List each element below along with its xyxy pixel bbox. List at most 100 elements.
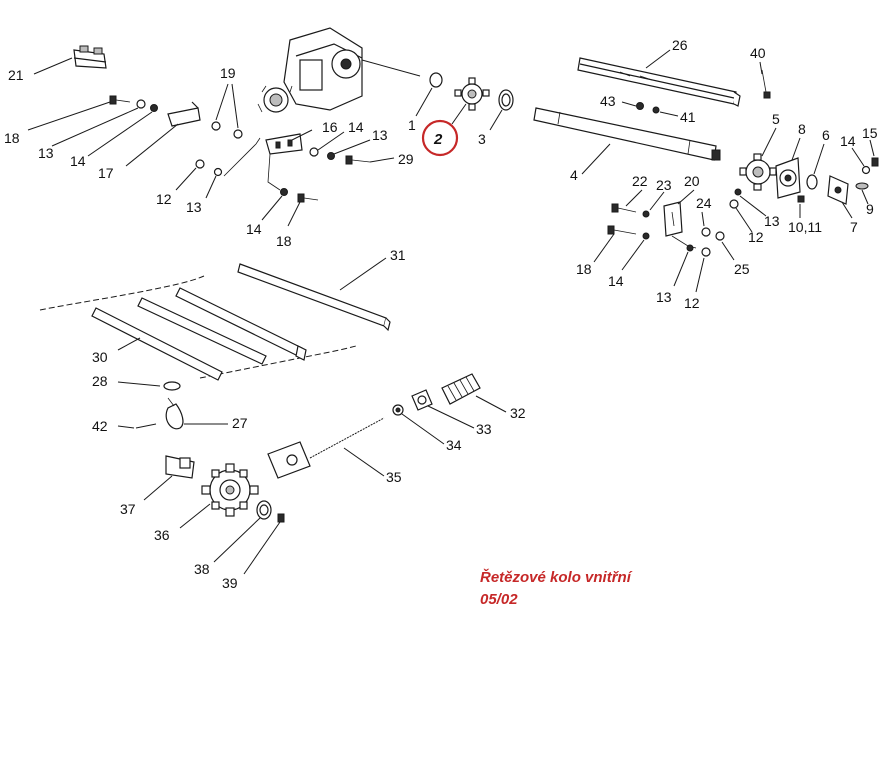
caption-date-code: 05/02 — [480, 591, 518, 608]
part-13-washer — [686, 244, 694, 252]
part-13-washer — [327, 152, 335, 160]
label-35: 35 — [386, 469, 402, 485]
part-10-bolt — [797, 195, 805, 203]
caption-part-name: Řetězové kolo vnitřní — [480, 569, 631, 586]
label-38: 38 — [194, 561, 210, 577]
part-34-washer-hole — [395, 407, 401, 413]
label-18: 18 — [576, 261, 592, 277]
part-38-ring — [256, 500, 272, 520]
part-14-washer — [280, 188, 288, 196]
label-28: 28 — [92, 373, 108, 389]
part-15-bolt — [871, 157, 879, 167]
label-1: 1 — [408, 117, 416, 133]
part-16-bracket — [265, 133, 303, 155]
label-13: 13 — [372, 127, 388, 143]
label-40: 40 — [750, 45, 766, 61]
part-13-washer — [136, 99, 146, 109]
label-7: 7 — [850, 219, 858, 235]
label-18: 18 — [276, 233, 292, 249]
part-27-shackle — [165, 397, 184, 430]
label-14: 14 — [840, 133, 856, 149]
part-39-screw — [277, 513, 285, 523]
label-39: 39 — [222, 575, 238, 591]
label-20: 20 — [684, 173, 700, 189]
part-42-pin — [135, 423, 157, 429]
label-14: 14 — [70, 153, 86, 169]
part-28-link — [163, 381, 181, 391]
label-16: 16 — [322, 119, 338, 135]
part-19-nut — [233, 129, 243, 139]
label-15: 15 — [862, 125, 878, 141]
part-36-sprocket — [201, 463, 259, 517]
part-37-bracket — [165, 455, 195, 479]
part-18-bolt — [109, 95, 131, 105]
part-18-bolt — [297, 193, 319, 203]
label-22: 22 — [632, 173, 648, 189]
label-17: 17 — [98, 165, 114, 181]
part-2-sprocket — [454, 77, 490, 111]
label-13: 13 — [186, 199, 202, 215]
label-3: 3 — [478, 131, 486, 147]
part-12-nut — [701, 247, 711, 257]
label-5: 5 — [772, 111, 780, 127]
label-13: 13 — [38, 145, 54, 161]
label-13: 13 — [764, 213, 780, 229]
part-32-spring — [441, 373, 481, 405]
label-8: 8 — [798, 121, 806, 137]
label-30: 30 — [92, 349, 108, 365]
part-30-chain-assembly — [39, 275, 357, 381]
label-25: 25 — [734, 261, 750, 277]
part-43-nut — [636, 102, 644, 110]
part-18-bolt — [607, 225, 637, 235]
label-14: 14 — [608, 273, 624, 289]
label-26: 26 — [672, 37, 688, 53]
part-20-bracket — [663, 201, 683, 237]
part-23-washer — [642, 210, 650, 218]
part-40-bolt — [761, 69, 771, 99]
part-3-ring — [498, 89, 514, 111]
label-29: 29 — [398, 151, 414, 167]
part-14-washer — [309, 147, 319, 157]
part-12-nut — [729, 199, 739, 209]
part-6-ring — [806, 174, 818, 190]
part-7-clamp — [827, 175, 849, 205]
label-42: 42 — [92, 418, 108, 434]
label-36: 36 — [154, 527, 170, 543]
label-10-11: 10,11 — [788, 219, 822, 235]
part-4-shaft — [533, 107, 721, 161]
part-13-washer — [213, 167, 223, 177]
label-13: 13 — [656, 289, 672, 305]
part-26-guide-rail — [577, 57, 741, 107]
part-41-washer — [652, 106, 660, 114]
highlight-circle — [421, 119, 459, 157]
label-19: 19 — [220, 65, 236, 81]
part-9-spring — [855, 182, 869, 190]
part-1-ring — [429, 72, 443, 88]
part-17-bracket — [167, 101, 201, 127]
label-14: 14 — [246, 221, 262, 237]
part-29-bolt — [345, 155, 371, 165]
label-33: 33 — [476, 421, 492, 437]
label-14: 14 — [348, 119, 364, 135]
part-12-nut — [195, 159, 205, 169]
label-12: 12 — [748, 229, 764, 245]
part-13-washer — [734, 188, 742, 196]
part-19-nut — [211, 121, 221, 131]
part-24-washer — [701, 227, 711, 237]
label-21: 21 — [8, 67, 24, 83]
label-27: 27 — [232, 415, 248, 431]
part-31-slat — [237, 263, 391, 332]
label-32: 32 — [510, 405, 526, 421]
label-23: 23 — [656, 177, 672, 193]
part-5-sprocket — [739, 153, 777, 191]
label-9: 9 — [866, 201, 874, 217]
label-31: 31 — [390, 247, 406, 263]
part-14-washer — [642, 232, 650, 240]
part-14-washer — [150, 104, 158, 112]
part-35-tensioner — [267, 417, 385, 479]
label-6: 6 — [822, 127, 830, 143]
part-21-bracket — [73, 45, 107, 69]
gearbox-housing — [257, 27, 363, 113]
label-34: 34 — [446, 437, 462, 453]
